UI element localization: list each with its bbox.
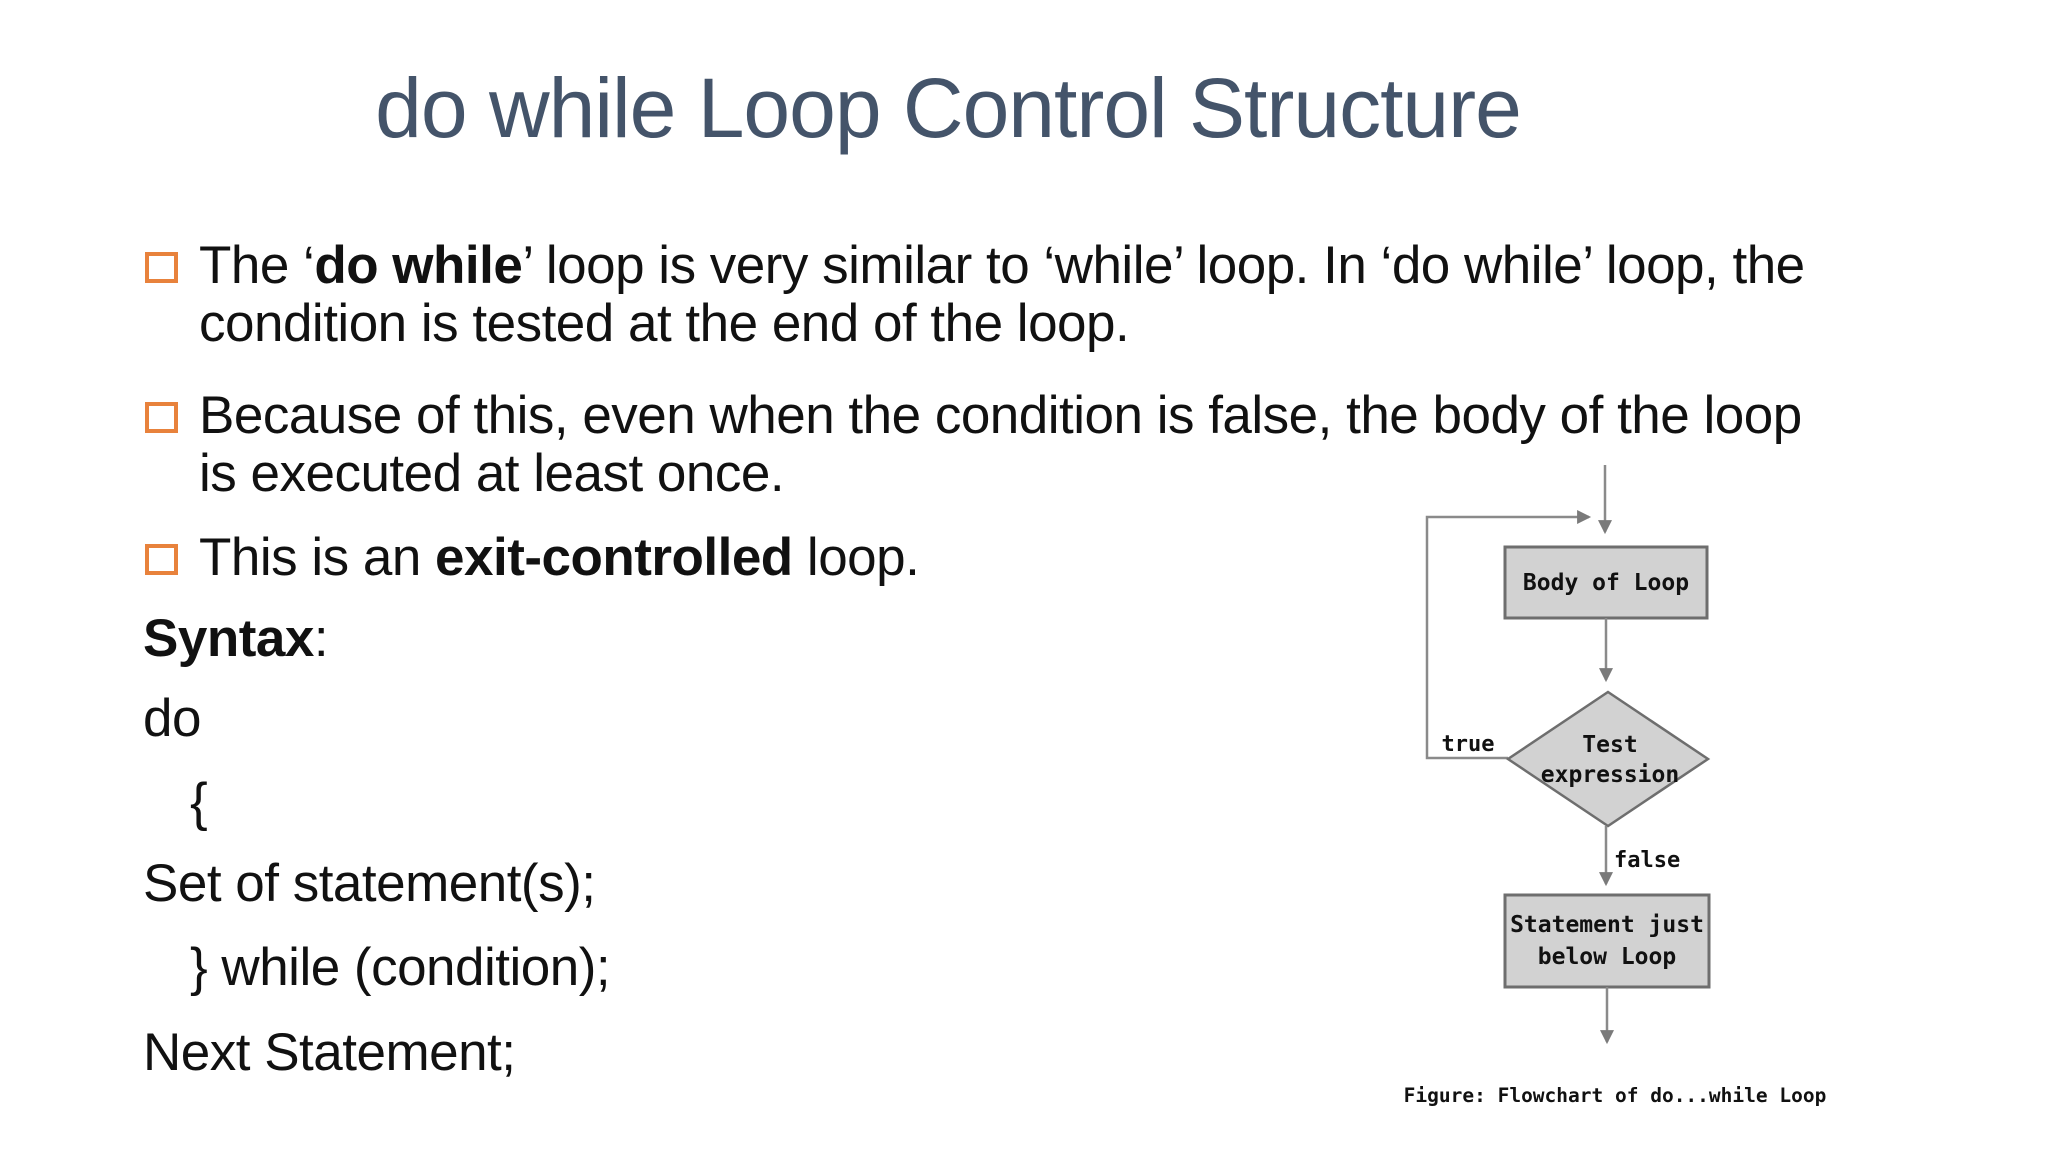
code-line-open-brace: { (190, 773, 208, 832)
code-line-while: } while (condition); (190, 938, 611, 997)
code-line-next-statement: Next Statement; (143, 1023, 516, 1082)
statement-below-loop-label-line1: Statement just (1510, 912, 1704, 938)
body-of-loop-label: Body of Loop (1523, 570, 1689, 596)
syntax-heading: Syntax: (143, 609, 329, 668)
code-line-do: do (143, 689, 201, 748)
code-line-statements: Set of statement(s); (143, 854, 596, 913)
bullet-square-icon (145, 252, 178, 283)
body-of-loop-box (1503, 545, 1709, 620)
bullet-item-3: This is an exit-controlled loop. (145, 528, 920, 587)
test-expression-diamond (1505, 690, 1711, 828)
false-branch-label: false (1614, 848, 1680, 873)
test-expression-label-line1: Test (1582, 732, 1637, 758)
bullet-text-3: This is an exit-controlled loop. (199, 528, 920, 587)
bullet-square-icon (145, 544, 178, 575)
loop-back-arrow (1425, 510, 1592, 760)
bullet-square-icon (145, 402, 178, 433)
flowchart-svg: Body of Loop Test expression true false … (1404, 465, 1827, 1107)
bullet-item-2: Because of this, even when the condition… (145, 387, 1802, 503)
do-while-flowchart-diagram: Body of Loop Test expression true false … (1395, 440, 1840, 1130)
figure-caption: Figure: Flowchart of do...while Loop (1404, 1084, 1827, 1107)
page-title: do while Loop Control Structure (375, 61, 1522, 155)
statement-below-loop-label-line2: below Loop (1538, 944, 1676, 970)
bullet-text-1: The ‘do while’ loop is very similar to ‘… (199, 236, 1805, 353)
bullet-text-2: Because of this, even when the condition… (199, 386, 1802, 503)
bullet-item-1: The ‘do while’ loop is very similar to ‘… (145, 237, 1805, 353)
statement-below-loop-box (1503, 893, 1711, 989)
test-expression-label-line2: expression (1541, 762, 1679, 788)
true-branch-label: true (1442, 732, 1495, 757)
